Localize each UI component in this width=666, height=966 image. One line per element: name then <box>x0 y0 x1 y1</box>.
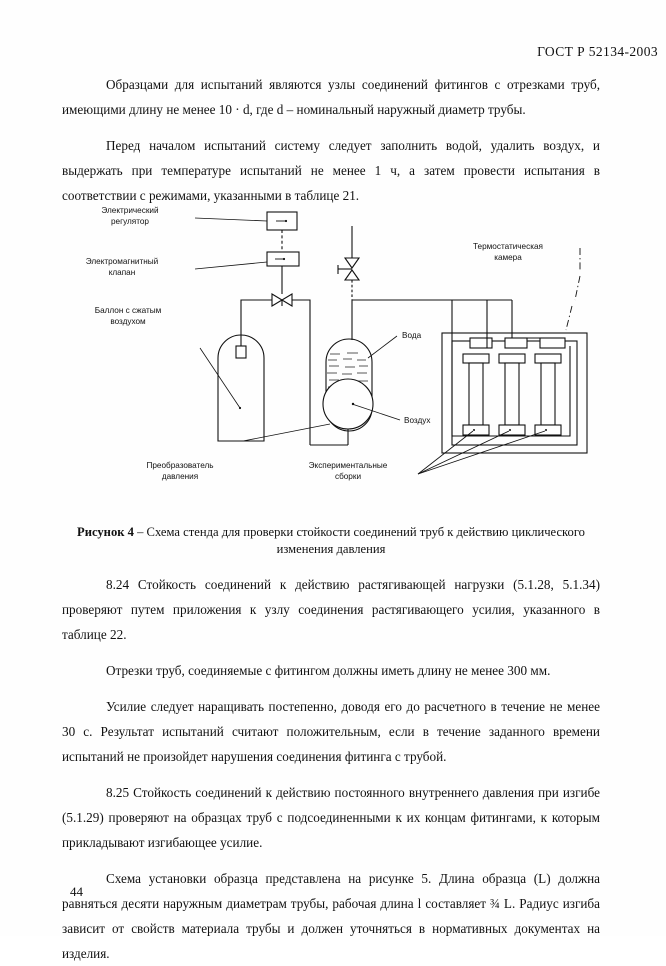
diagram-labels: Электрический регулятор Электромагнитный… <box>86 206 543 481</box>
label-solenoid-valve: Электромагнитный <box>86 257 158 266</box>
bowtie-valve-top-middle <box>337 257 361 281</box>
figure-4-schematic: Электрический регулятор Электромагнитный… <box>0 196 666 496</box>
label-electric-regulator: Электрический <box>101 206 158 215</box>
label-solenoid-valve-2: клапан <box>109 268 136 277</box>
label-test-assemblies-2: сборки <box>335 472 361 481</box>
figure-caption-text: – Схема стенда для проверки стойкости со… <box>133 525 585 556</box>
standard-code-header: ГОСТ Р 52134-2003 <box>537 44 658 59</box>
label-thermostatic-chamber: Термостатическая <box>473 242 543 251</box>
paragraph: Схема установки образца представлена на … <box>62 871 600 961</box>
water-air-vessel <box>322 338 374 432</box>
paragraph: Образцами для испытаний являются узлы со… <box>62 77 600 117</box>
paragraph: Перед началом испытаний систему следует … <box>62 138 600 203</box>
top-text-block: Образцами для испытаний являются узлы со… <box>62 72 600 208</box>
bottom-text-block: 8.24 Стойкость соединений к действию рас… <box>62 572 600 966</box>
test-assembly <box>498 353 526 436</box>
air-bubble-circle <box>322 378 374 430</box>
label-water: Вода <box>402 331 422 340</box>
label-pressure-transducer-2: давления <box>162 472 198 481</box>
label-air-cylinder-2: воздухом <box>110 317 146 326</box>
label-air-cylinder: Баллон с сжатым <box>95 306 162 315</box>
label-thermostatic-chamber-2: камера <box>494 253 522 262</box>
page-number: 44 <box>70 884 83 899</box>
paragraph: 8.24 Стойкость соединений к действию рас… <box>62 577 600 642</box>
label-test-assemblies: Экспериментальные <box>309 461 388 470</box>
label-air: Воздух <box>404 416 430 425</box>
solenoid-valve-box <box>266 251 300 267</box>
figure-caption: Рисунок 4 – Схема стенда для проверки ст… <box>62 524 600 558</box>
test-assembly <box>462 353 490 436</box>
label-electric-regulator-2: регулятор <box>111 217 149 226</box>
document-page: ГОСТ Р 52134-2003 Образцами для испытани… <box>0 44 666 961</box>
chamber-outer-wall <box>441 332 588 454</box>
paragraph: Отрезки труб, соединяемые с фитингом дол… <box>106 663 551 678</box>
paragraph: 8.25 Стойкость соединений к действию пос… <box>62 785 600 850</box>
paragraph: Усилие следует наращивать постепенно, до… <box>62 699 600 764</box>
figure-caption-number: Рисунок 4 <box>77 525 134 539</box>
compressed-air-cylinder <box>217 334 265 442</box>
label-pressure-transducer: Преобразователь <box>146 461 213 470</box>
schematic-svg: Электрический регулятор Электромагнитный… <box>86 206 588 481</box>
test-assembly <box>534 353 562 436</box>
